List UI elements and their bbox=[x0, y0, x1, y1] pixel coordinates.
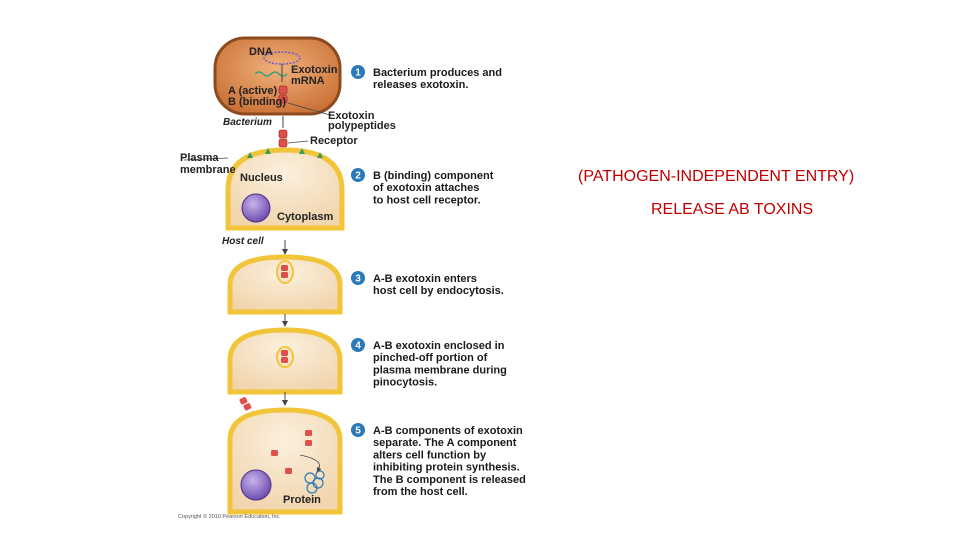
step-1-line-2: releases exotoxin. bbox=[373, 79, 468, 91]
step-1-badge bbox=[351, 65, 365, 79]
released-b-component bbox=[239, 397, 252, 411]
step-2-number: 2 bbox=[355, 171, 361, 182]
step-5-badge bbox=[351, 423, 365, 437]
copyright-label: Copyright © 2010 Pearson Education, Inc. bbox=[178, 513, 281, 520]
step-2-line-1: B (binding) component bbox=[373, 170, 494, 182]
receptors bbox=[247, 148, 323, 158]
released-toxin bbox=[278, 116, 288, 148]
host-cell-step3 bbox=[227, 254, 343, 315]
step-2-badge bbox=[351, 168, 365, 182]
step-3-line-1: A-B exotoxin enters bbox=[373, 273, 477, 285]
ribosome-protein bbox=[304, 470, 325, 494]
host-cell-label: Host cell bbox=[222, 236, 264, 247]
mrna-label: mRNA bbox=[291, 75, 325, 87]
plasma-membrane-label-1: Plasma bbox=[180, 152, 219, 164]
toxin-in-bacterium bbox=[278, 85, 288, 104]
step-5-number: 5 bbox=[355, 426, 361, 437]
step-4-line-2: pinched-off portion of bbox=[373, 352, 488, 364]
nucleus-step5 bbox=[240, 469, 272, 501]
step-4-line-3: plasma membrane during bbox=[373, 364, 507, 376]
step-5-line-6: from the host cell. bbox=[373, 486, 468, 498]
bacterium bbox=[213, 36, 342, 116]
step-2-line-3: to host cell receptor. bbox=[373, 194, 481, 206]
a-active-label: A (active) bbox=[228, 85, 277, 97]
host-cell-step4 bbox=[227, 327, 343, 395]
step-4-number: 4 bbox=[355, 341, 361, 352]
step-1-number: 1 bbox=[355, 68, 361, 79]
step-5-line-1: A-B components of exotoxin bbox=[373, 425, 523, 437]
host-cell-step5 bbox=[227, 407, 343, 515]
mrna-strand bbox=[254, 71, 288, 77]
step-5-line-2: separate. The A component bbox=[373, 437, 517, 449]
receptor-label: Receptor bbox=[310, 135, 358, 147]
step-4-line-1: A-B exotoxin enclosed in bbox=[373, 340, 505, 352]
step-2-line-2: of exotoxin attaches bbox=[373, 182, 479, 194]
step-5-line-5: The B component is released bbox=[373, 474, 526, 486]
bacterium-label: Bacterium bbox=[223, 117, 272, 128]
dna-label: DNA bbox=[249, 46, 273, 58]
exotoxin-polypeptides-label-2: polypeptides bbox=[328, 120, 396, 132]
plasma-membrane-label-2: membrane bbox=[180, 164, 236, 176]
step-4-line-4: pinocytosis. bbox=[373, 377, 437, 389]
step-3-line-2: host cell by endocytosis. bbox=[373, 285, 504, 297]
host-cell-step2 bbox=[225, 147, 345, 231]
slide-title: RELEASE AB TOXINS bbox=[651, 201, 814, 218]
step-3-badge bbox=[351, 271, 365, 285]
b-binding-label: B (binding) bbox=[228, 96, 286, 108]
step-1-line-1: Bacterium produces and bbox=[373, 67, 502, 79]
exotoxin-polypeptides-label-1: Exotoxin bbox=[328, 110, 375, 122]
nucleus-label: Nucleus bbox=[240, 172, 283, 184]
exotoxin-label: Exotoxin bbox=[291, 64, 338, 76]
cytoplasm-label: Cytoplasm bbox=[277, 211, 333, 223]
step-5-line-4: inhibiting protein synthesis. bbox=[373, 462, 520, 474]
step-4-badge bbox=[351, 338, 365, 352]
dna-plasmid bbox=[263, 51, 301, 65]
nucleus bbox=[241, 193, 271, 223]
slide-subtitle: (PATHOGEN-INDEPENDENT ENTRY) bbox=[578, 168, 855, 185]
step-5-line-3: alters cell function by bbox=[373, 449, 487, 461]
protein-label: Protein bbox=[283, 494, 321, 506]
step-3-number: 3 bbox=[355, 274, 361, 285]
